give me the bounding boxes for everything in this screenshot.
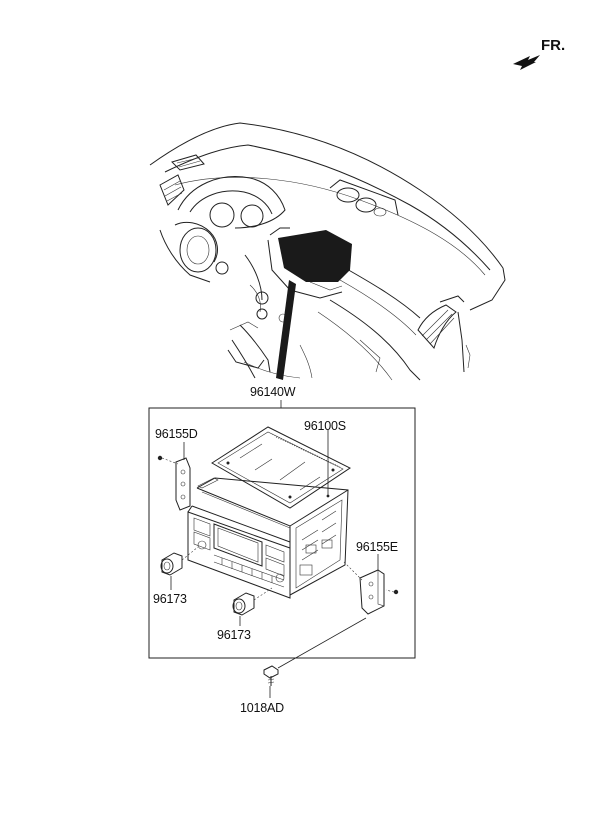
bracket-left-illustration (157, 442, 191, 511)
knob-right-illustration (232, 587, 273, 616)
part-label-bracket-left: 96155D (155, 427, 198, 441)
knob-left-illustration (160, 546, 199, 576)
front-arrow-icon (513, 55, 540, 70)
assembly-frame (148, 407, 416, 659)
part-label-knob-right: 96173 (217, 628, 251, 642)
front-label: FR. (541, 37, 565, 54)
callout-pointer-band (276, 280, 296, 380)
installed-head-unit-highlight (278, 230, 352, 282)
part-label-screw: 1018AD (240, 701, 284, 715)
part-label-bracket-right: 96155E (356, 540, 398, 554)
part-label-assembly: 96140W (250, 385, 296, 399)
bracket-right-illustration (343, 554, 399, 615)
dashboard-illustration (149, 122, 506, 381)
head-unit-illustration (187, 426, 351, 599)
part-label-knob-left: 96173 (153, 592, 187, 606)
screw-illustration (263, 617, 367, 698)
part-label-head-unit: 96100S (304, 419, 346, 433)
front-direction-indicator: FR. (513, 37, 565, 70)
